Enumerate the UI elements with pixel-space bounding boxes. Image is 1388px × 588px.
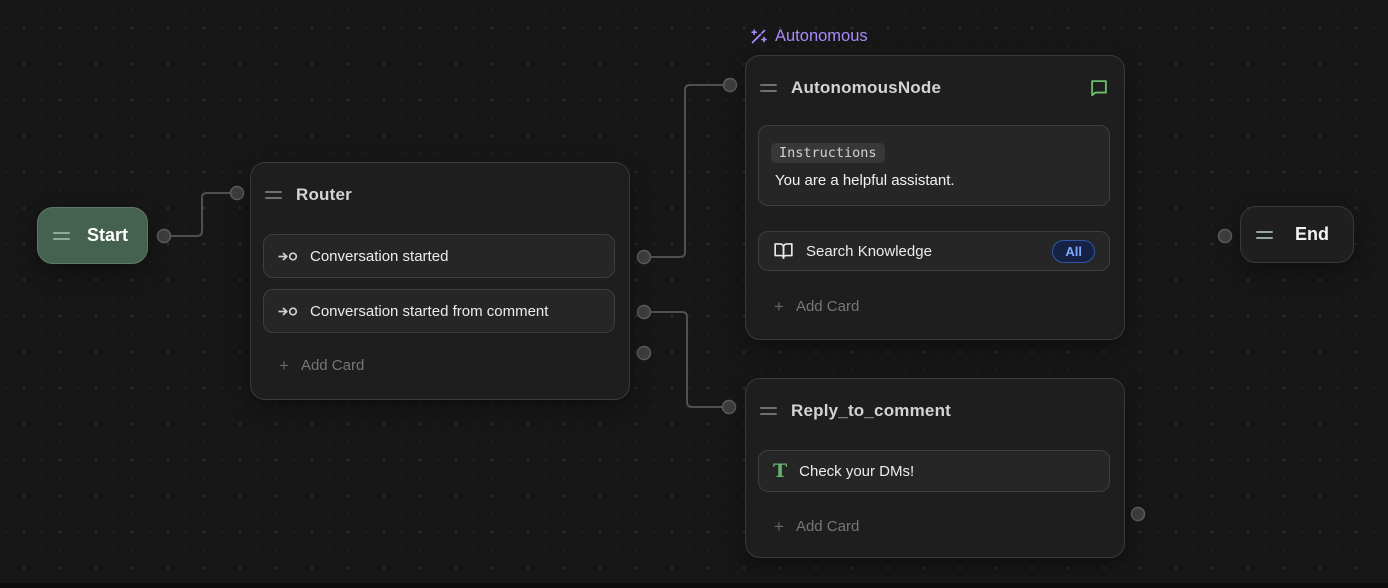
instructions-chip: Instructions: [771, 142, 885, 163]
plus-icon: +: [774, 516, 784, 536]
port-router-card2-output[interactable]: [636, 304, 652, 320]
start-node-title: Start: [86, 225, 128, 245]
drag-handle-icon[interactable]: [760, 84, 777, 92]
node-router[interactable]: Router Conversation started Conversation…: [250, 162, 630, 400]
trigger-icon: [278, 251, 298, 261]
instructions-card[interactable]: Instructions You are a helpful assistant…: [758, 125, 1110, 206]
end-node-title: End: [1295, 224, 1329, 244]
port-end-input[interactable]: [1217, 228, 1233, 244]
node-reply-to-comment[interactable]: Reply_to_comment T Check your DMs! + Add…: [745, 378, 1125, 558]
card-label: Check your DMs!: [799, 462, 915, 480]
port-autonomous-input[interactable]: [722, 77, 738, 93]
text-icon: T: [773, 459, 788, 482]
reply-header: Reply_to_comment: [760, 399, 1110, 423]
autonomous-node-title: AutonomousNode: [791, 78, 942, 97]
port-reply-output[interactable]: [1130, 506, 1146, 522]
card-label: Search Knowledge: [806, 242, 932, 260]
plus-icon: +: [774, 296, 784, 316]
drag-handle-icon[interactable]: [760, 407, 777, 415]
add-card-label: Add Card: [795, 517, 860, 535]
port-start-output[interactable]: [156, 228, 172, 244]
edge-router-card1-to-autonomous[interactable]: [644, 84, 730, 258]
drag-handle-icon[interactable]: [53, 231, 70, 240]
reply-text-card[interactable]: T Check your DMs!: [758, 450, 1110, 492]
port-router-input[interactable]: [229, 185, 245, 201]
port-router-card1-output[interactable]: [636, 249, 652, 265]
edge-start-to-router[interactable]: [164, 192, 237, 237]
node-start[interactable]: Start: [37, 207, 148, 264]
edge-router-card2-to-reply[interactable]: [644, 311, 729, 408]
knowledge-scope-badge[interactable]: All: [1052, 239, 1095, 263]
router-header: Router: [265, 183, 615, 207]
router-card-conversation-started-from-comment[interactable]: Conversation started from comment: [263, 289, 615, 333]
canvas-bottom-edge: [0, 583, 1388, 588]
drag-handle-icon[interactable]: [265, 191, 282, 199]
card-label: Conversation started: [310, 247, 449, 265]
autonomous-add-card-button[interactable]: + Add Card: [774, 294, 859, 318]
autonomous-label-text: Autonomous: [775, 27, 868, 45]
port-reply-input[interactable]: [721, 399, 737, 415]
autonomous-group-label: Autonomous: [750, 27, 868, 46]
add-card-label: Add Card: [795, 297, 860, 315]
reply-add-card-button[interactable]: + Add Card: [774, 514, 859, 538]
node-autonomous[interactable]: AutonomousNode Instructions You are a he…: [745, 55, 1125, 340]
drag-handle-icon[interactable]: [1256, 230, 1273, 239]
node-end[interactable]: End: [1240, 206, 1354, 263]
plus-icon: +: [279, 355, 289, 375]
reply-node-title: Reply_to_comment: [791, 401, 952, 420]
magic-wand-icon: [751, 29, 767, 44]
router-add-card-button[interactable]: + Add Card: [279, 353, 364, 377]
trigger-icon: [278, 306, 298, 316]
instructions-text: You are a helpful assistant.: [775, 171, 955, 189]
search-knowledge-card[interactable]: Search Knowledge All: [758, 231, 1110, 271]
autonomous-header: AutonomousNode: [760, 76, 1110, 100]
book-open-icon: [774, 243, 793, 259]
chat-bubble-icon[interactable]: [1088, 77, 1110, 99]
card-label: Conversation started from comment: [310, 302, 549, 320]
router-card-conversation-started[interactable]: Conversation started: [263, 234, 615, 278]
router-node-title: Router: [296, 185, 352, 204]
add-card-label: Add Card: [300, 356, 365, 374]
port-router-output[interactable]: [636, 345, 652, 361]
